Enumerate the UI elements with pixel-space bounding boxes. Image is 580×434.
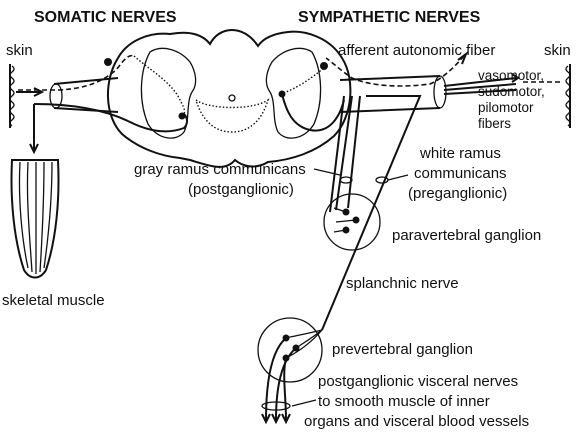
paravertebral-ganglion [324,194,380,250]
skin-left-shape [10,64,14,128]
splanchnic-nerve-label: splanchnic nerve [346,275,459,292]
gray-ramus-label-line1: gray ramus communicans [134,161,306,178]
skeletal-muscle-label: skeletal muscle [2,292,105,309]
prevertebral-ganglion-label: prevertebral ganglion [332,341,473,358]
skin-right-label: skin [544,42,571,59]
afferent-autonomic-fiber-label: afferent autonomic fiber [338,42,495,59]
white-ramus-label-line3: (preganglionic) [408,185,507,202]
spinal-cord [108,30,350,167]
fibers-label: fibers [478,116,511,131]
sympathetic-nerves-header: SYMPATHETIC NERVES [298,9,481,26]
postganglionic-label-line1: postganglionic visceral nerves [318,373,518,390]
gray-ramus-pointer [314,169,340,175]
paravertebral-ganglion-label: paravertebral ganglion [392,227,541,244]
sudomotor-label: sudomotor, [478,84,545,99]
prevertebral-ganglion [258,318,322,422]
postganglionic-label-line2: to smooth muscle of inner [318,393,490,410]
somatic-nerves-header: SOMATIC NERVES [34,9,177,26]
pilomotor-label: pilomotor [478,100,534,115]
skin-left-label: skin [6,42,33,59]
gray-ramus-label-line2: (postganglionic) [188,181,294,198]
white-ramus-label-line1: white ramus [419,145,501,162]
skin-right-shape [566,64,570,128]
white-ramus-pointer [388,175,408,180]
vasomotor-label: vasomotor, [478,68,544,83]
postganglionic-pointer [292,400,316,406]
white-ramus-label-line2: communicans [414,165,507,182]
skeletal-muscle-shape [12,160,59,278]
somatic-nerve-paths [16,56,187,152]
postganglionic-label-line3: organs and visceral blood vessels [304,413,529,430]
